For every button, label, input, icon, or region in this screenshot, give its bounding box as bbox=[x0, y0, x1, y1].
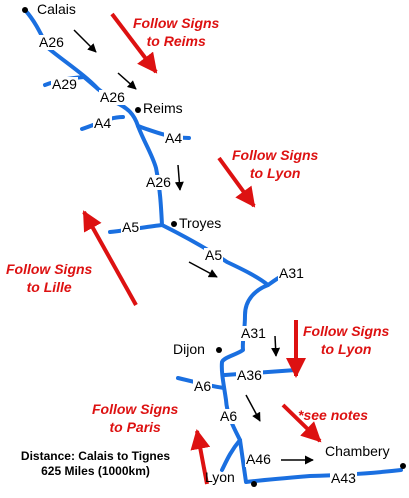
see-notes-label: *see notes bbox=[298, 407, 369, 423]
road-label-a6-upper: A6 bbox=[193, 378, 213, 394]
sign-arrow-reims bbox=[110, 12, 158, 74]
sign-arrow-lyon-upper bbox=[217, 156, 256, 208]
road-label-a4-left: A4 bbox=[93, 115, 113, 131]
a4-east-road bbox=[136, 124, 191, 140]
sign-reims-line1: Follow Signs bbox=[133, 15, 220, 31]
direction-arrow-a31 bbox=[271, 335, 281, 357]
sign-lyon-lower-line1: Follow Signs bbox=[303, 323, 390, 339]
place-dijon: Dijon bbox=[173, 341, 205, 357]
calais-dot bbox=[22, 7, 28, 13]
place-chambery: Chambery bbox=[325, 443, 390, 459]
main-route-road bbox=[23, 8, 403, 484]
sign-lyon-upper-line2: to Lyon bbox=[249, 165, 301, 181]
road-label-a46: A46 bbox=[245, 451, 272, 467]
distance-line1: Distance: Calais to Tignes bbox=[20, 449, 171, 463]
sign-lyon-lower: Follow Signs to Lyon bbox=[303, 322, 389, 358]
road-label-a29: A29 bbox=[51, 76, 78, 92]
place-reims: Reims bbox=[143, 100, 183, 116]
sign-paris: Follow Signs to Paris bbox=[92, 400, 178, 436]
direction-arrow-a26-reims bbox=[117, 72, 137, 90]
sign-lyon-upper: Follow Signs to Lyon bbox=[232, 146, 318, 182]
road-label-a26-top: A26 bbox=[38, 34, 65, 50]
place-calais: Calais bbox=[37, 1, 76, 17]
road-label-a5-mid: A5 bbox=[204, 247, 224, 263]
sign-lille-line2: to Lille bbox=[26, 279, 72, 295]
road-label-a36: A36 bbox=[236, 367, 263, 383]
sign-paris-line2: to Paris bbox=[109, 419, 161, 435]
distance-info: Distance: Calais to Tignes 625 Miles (10… bbox=[8, 449, 183, 479]
road-label-a31-top: A31 bbox=[278, 265, 305, 281]
sign-paris-line1: Follow Signs bbox=[92, 401, 179, 417]
a6-paris-road bbox=[220, 438, 242, 472]
road-label-a26-mid: A26 bbox=[145, 174, 172, 190]
road-label-a43: A43 bbox=[330, 470, 357, 486]
direction-arrow-a6 bbox=[245, 394, 261, 422]
reims-dot bbox=[135, 107, 141, 113]
chambery-dot bbox=[400, 463, 406, 469]
dijon-dot bbox=[216, 347, 222, 353]
direction-arrow-a26-troyes bbox=[174, 164, 184, 191]
road-label-a6-lower: A6 bbox=[219, 408, 239, 424]
troyes-dot bbox=[171, 221, 177, 227]
road-label-a5-left: A5 bbox=[121, 219, 141, 235]
place-troyes: Troyes bbox=[179, 215, 222, 231]
road-label-a26-reims: A26 bbox=[99, 89, 126, 105]
sign-reims-line2: to Reims bbox=[146, 33, 206, 49]
place-lyon: Lyon bbox=[205, 469, 235, 485]
road-label-a31-dijon: A31 bbox=[240, 325, 267, 341]
direction-arrow-a5 bbox=[188, 261, 218, 278]
sign-arrow-paris bbox=[190, 429, 211, 485]
sign-arrow-lille bbox=[82, 210, 138, 306]
sign-reims: Follow Signs to Reims bbox=[133, 14, 219, 50]
sign-lille-line1: Follow Signs bbox=[6, 261, 93, 277]
sign-lyon-lower-line2: to Lyon bbox=[320, 341, 372, 357]
lyon-dot bbox=[251, 481, 257, 487]
distance-line2: 625 Miles (1000km) bbox=[41, 464, 150, 478]
sign-lille: Follow Signs to Lille bbox=[6, 260, 92, 296]
road-label-a4-right: A4 bbox=[164, 130, 184, 146]
sign-arrow-notes bbox=[281, 403, 322, 443]
direction-arrow-a26 bbox=[73, 29, 97, 53]
sign-lyon-upper-line1: Follow Signs bbox=[232, 147, 319, 163]
